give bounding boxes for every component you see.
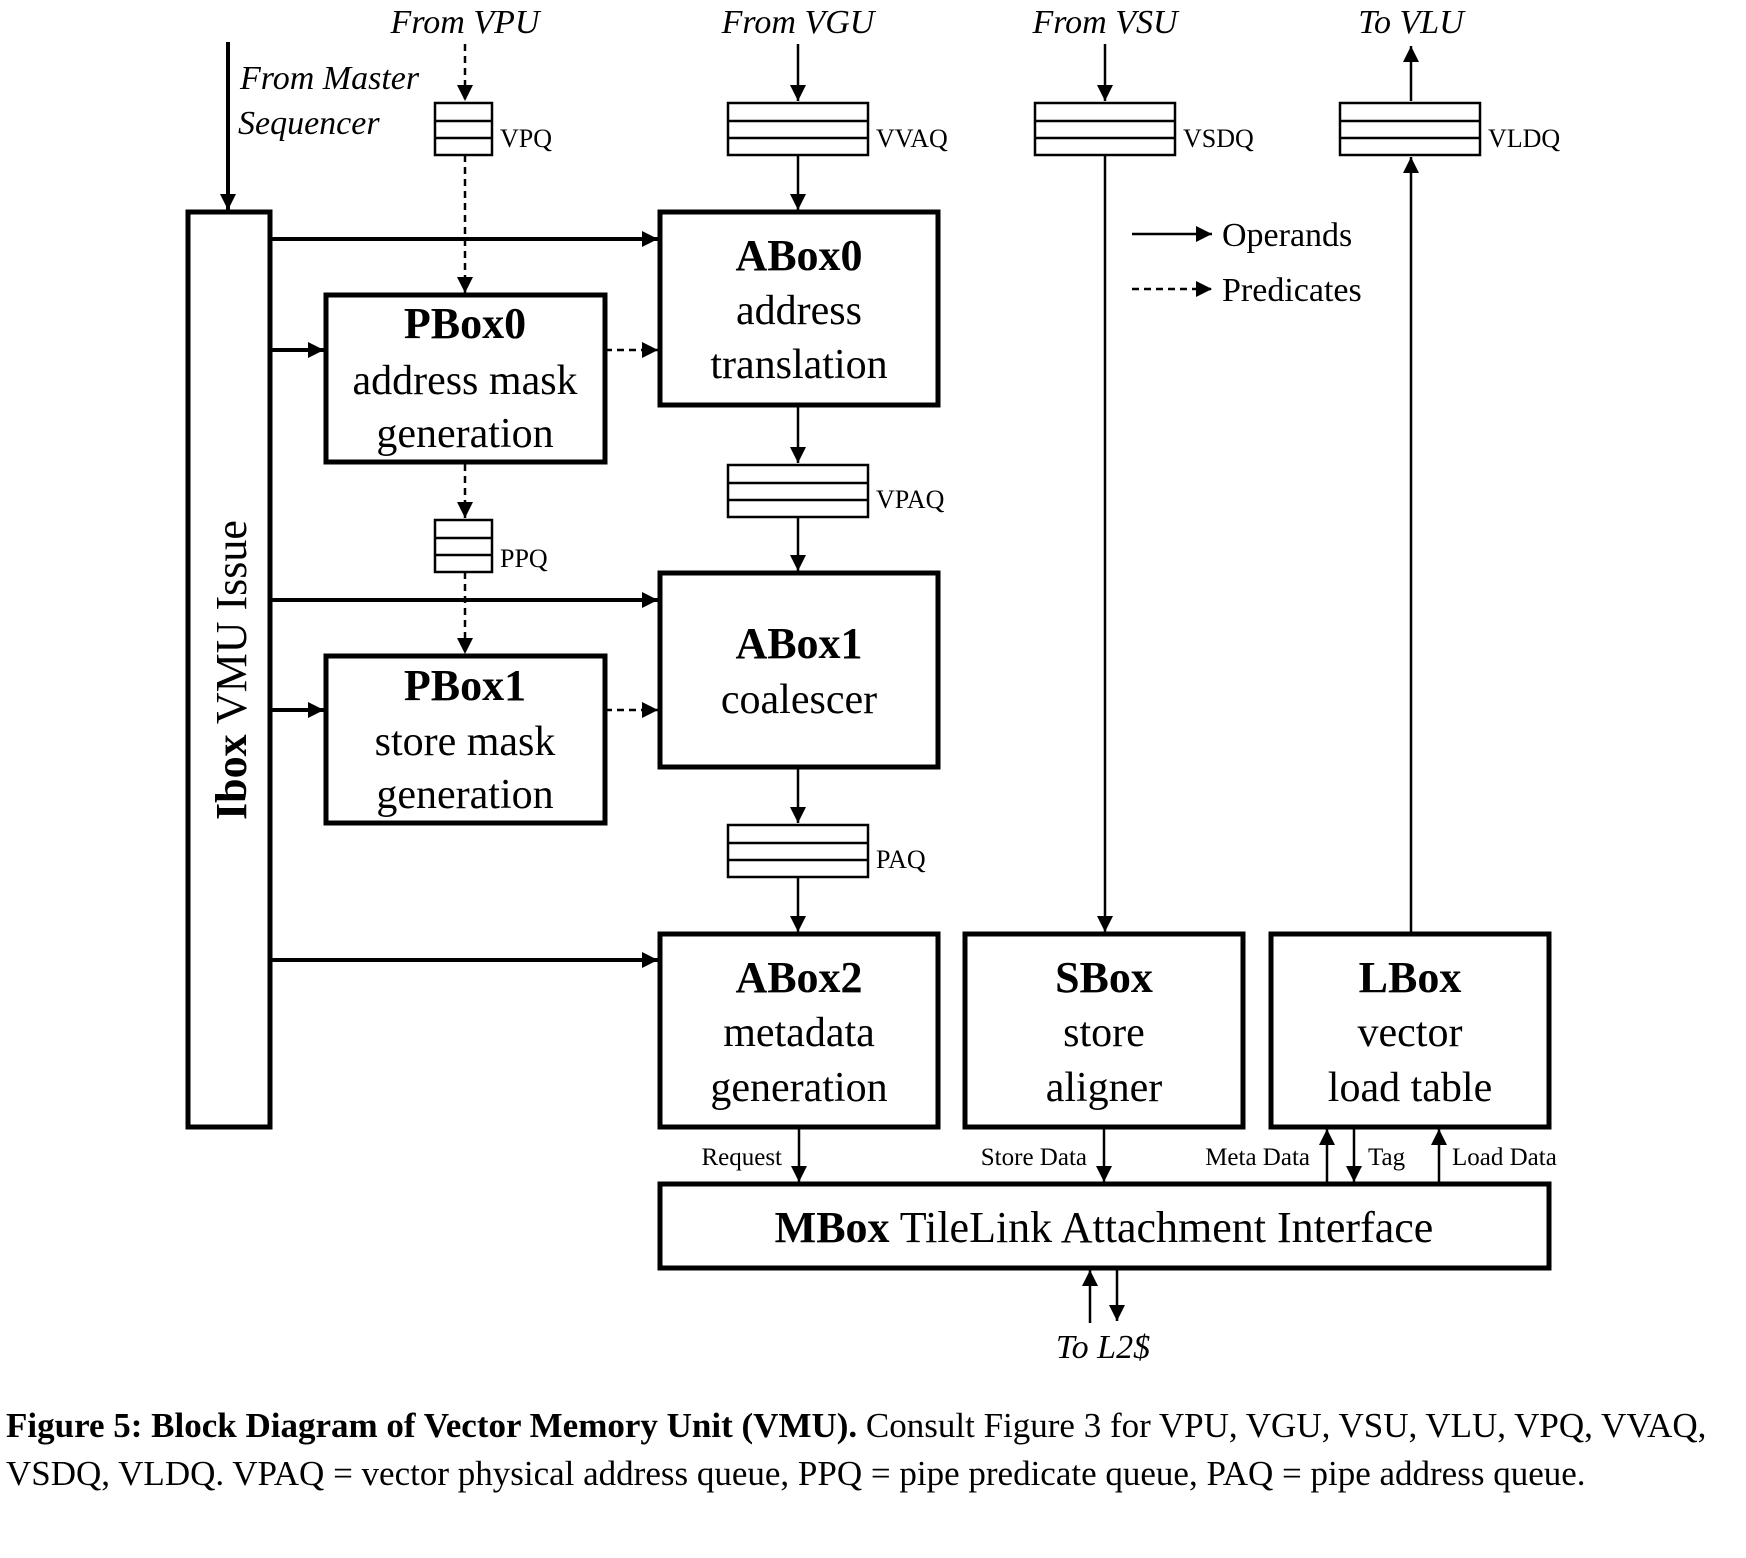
to-l2-label: To L2$ xyxy=(1056,1329,1150,1366)
mbox-label: MBox TileLink Attachment Interface xyxy=(775,1203,1434,1252)
from-master-label-line1: From Master xyxy=(239,60,420,97)
from-vgu-label: From VGU xyxy=(721,4,877,41)
pbox1-box xyxy=(323,653,608,826)
legend-predicates-label: Predicates xyxy=(1222,272,1362,309)
pbox0-line1: address mask xyxy=(352,358,577,404)
abox1-title: ABox1 xyxy=(735,619,862,668)
lbox-line1: vector xyxy=(1358,1010,1463,1056)
figure-caption: Figure 5: Block Diagram of Vector Memory… xyxy=(6,1402,1746,1498)
from-vpu-label: From VPU xyxy=(390,4,542,41)
vsdq-queue xyxy=(1033,101,1177,157)
from-master-label-line2: Sequencer xyxy=(238,105,380,142)
vmu-block-diagram: From VPU From VGU From VSU To VLU From M… xyxy=(185,4,1560,1366)
pbox0-line2: generation xyxy=(376,411,553,457)
abox2-title: ABox2 xyxy=(735,953,862,1002)
vldq-queue xyxy=(1338,101,1482,157)
abox2-line2: generation xyxy=(710,1065,887,1111)
sbox-line1: store xyxy=(1063,1010,1145,1056)
vpq-queue xyxy=(433,101,494,157)
vsdq-label: VSDQ xyxy=(1183,124,1254,153)
abox0-line1: address xyxy=(736,288,862,334)
vvaq-label: VVAQ xyxy=(876,124,948,153)
lbox-title: LBox xyxy=(1359,953,1462,1002)
ppq-queue xyxy=(433,518,494,574)
pbox1-line1: store mask xyxy=(375,719,556,765)
pbox0-title: PBox0 xyxy=(404,299,526,348)
pbox1-title: PBox1 xyxy=(404,661,526,710)
store-data-label: Store Data xyxy=(981,1144,1087,1171)
sbox-title: SBox xyxy=(1055,953,1153,1002)
lbox-box xyxy=(1268,931,1552,1130)
ibox-label: Ibox VMU Issue xyxy=(207,520,256,820)
abox2-line1: metadata xyxy=(723,1010,875,1056)
caption-bold: Figure 5: Block Diagram of Vector Memory… xyxy=(6,1406,858,1445)
abox0-box xyxy=(657,209,941,408)
meta-data-label: Meta Data xyxy=(1205,1144,1310,1171)
ibox-vmu-issue xyxy=(185,209,273,1130)
from-vsu-label: From VSU xyxy=(1031,4,1180,41)
caption-text: Consult Figure 3 for VPU, VGU, VSU, VLU,… xyxy=(6,1406,1707,1493)
lbox-line2: load table xyxy=(1328,1065,1492,1111)
vldq-label: VLDQ xyxy=(1488,124,1560,153)
to-vlu-label: To VLU xyxy=(1358,4,1466,41)
abox0-title: ABox0 xyxy=(735,231,862,280)
vpaq-queue xyxy=(726,463,870,519)
ppq-label: PPQ xyxy=(500,544,548,573)
vpaq-label: VPAQ xyxy=(876,485,945,514)
vvaq-queue xyxy=(726,101,870,157)
tag-label: Tag xyxy=(1368,1144,1406,1171)
paq-label: PAQ xyxy=(876,845,926,874)
sbox-line2: aligner xyxy=(1046,1065,1163,1111)
abox0-line2: translation xyxy=(710,342,887,388)
mbox-box xyxy=(657,1181,1552,1271)
vpq-label: VPQ xyxy=(500,124,552,153)
abox1-box xyxy=(657,570,941,770)
request-label: Request xyxy=(701,1144,782,1171)
abox1-line1: coalescer xyxy=(721,677,877,723)
load-data-label: Load Data xyxy=(1452,1144,1557,1171)
pbox1-line2: generation xyxy=(376,772,553,818)
paq-queue xyxy=(726,823,870,879)
pbox0-box xyxy=(323,292,608,465)
legend-operands-label: Operands xyxy=(1222,217,1352,254)
